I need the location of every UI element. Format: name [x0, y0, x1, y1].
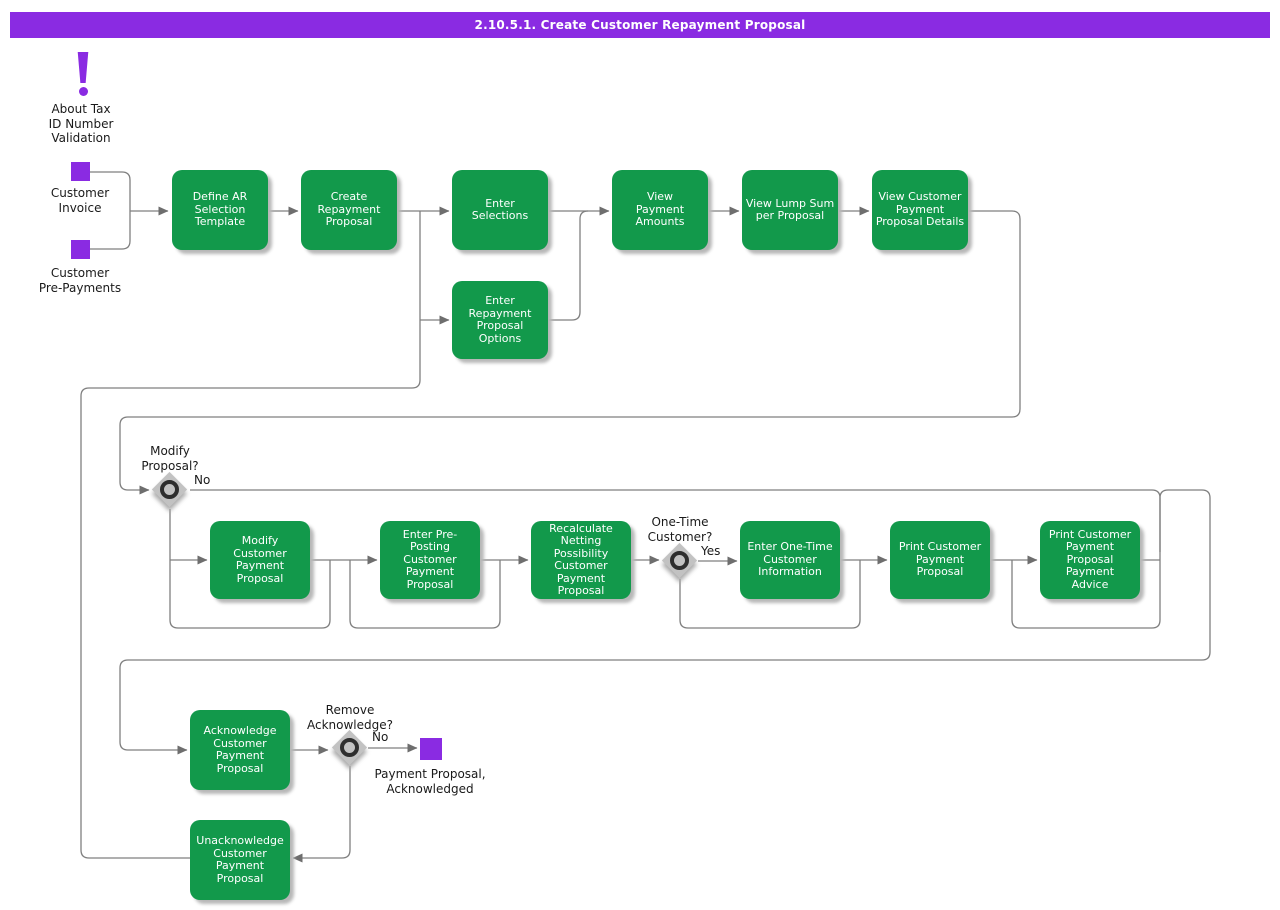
task-print-customer-payment-proposal[interactable]: Print Customer Payment Proposal: [890, 521, 990, 599]
flow-line: [292, 766, 351, 863]
title-bar: 2.10.5.1. Create Customer Repayment Prop…: [10, 12, 1270, 38]
note-label: About Tax ID Number Validation: [48, 102, 114, 145]
branch-label-yes: Yes: [701, 544, 721, 558]
end-event-label: Payment Proposal, Acknowledged: [374, 767, 486, 796]
start-event-customer-pre-payments[interactable]: [71, 240, 90, 259]
exclamation-icon-dot: [79, 87, 88, 96]
branch-label-no: No: [372, 730, 389, 744]
task-label: Enter Selections: [471, 196, 529, 222]
flow-line: [90, 211, 131, 250]
branch-label-no: No: [194, 473, 211, 487]
task-enter-selections[interactable]: Enter Selections: [452, 170, 548, 250]
start-event-customer-invoice[interactable]: [71, 162, 90, 181]
task-label: Print Customer Payment Proposal Payment …: [1048, 527, 1132, 591]
exclamation-icon[interactable]: [77, 52, 89, 83]
task-recalculate-netting-possibility-customer-payment-proposal[interactable]: Recalculate Netting Possibility Customer…: [531, 521, 631, 599]
task-label: Enter One-Time Customer Information: [747, 540, 833, 579]
task-enter-repayment-proposal-options[interactable]: Enter Repayment Proposal Options: [452, 281, 548, 359]
task-unacknowledge-customer-payment-proposal[interactable]: Unacknowledge Customer Payment Proposal: [190, 820, 290, 900]
page-title: 2.10.5.1. Create Customer Repayment Prop…: [474, 18, 806, 32]
start-event-label: Customer Invoice: [50, 186, 110, 215]
task-acknowledge-customer-payment-proposal[interactable]: Acknowledge Customer Payment Proposal: [190, 710, 290, 790]
decision-modify-proposal[interactable]: [151, 471, 188, 508]
decision-question: One-Time Customer?: [647, 515, 713, 544]
task-label: Create Repayment Proposal: [317, 190, 381, 229]
task-label: Recalculate Netting Possibility Customer…: [549, 521, 613, 597]
decision-remove-acknowledge[interactable]: [331, 729, 368, 766]
task-label: Enter Pre- Posting Customer Payment Prop…: [402, 527, 458, 591]
decision-question: Remove Acknowledge?: [306, 703, 393, 732]
task-label: View Customer Payment Proposal Details: [875, 190, 965, 229]
end-event-payment-proposal-acknowledged[interactable]: [420, 738, 442, 760]
task-label: Define AR Selection Template: [192, 190, 248, 229]
task-print-customer-payment-proposal-payment-advice[interactable]: Print Customer Payment Proposal Payment …: [1040, 521, 1140, 599]
task-label: Modify Customer Payment Proposal: [233, 534, 287, 585]
task-label: View Payment Amounts: [635, 190, 685, 229]
start-event-label: Customer Pre-Payments: [38, 266, 122, 295]
task-label: Acknowledge Customer Payment Proposal: [203, 724, 277, 775]
task-define-ar-selection-template[interactable]: Define AR Selection Template: [172, 170, 268, 250]
task-view-payment-amounts[interactable]: View Payment Amounts: [612, 170, 708, 250]
flow-line: [119, 210, 1021, 495]
decision-one-time-customer[interactable]: [661, 542, 698, 579]
task-view-customer-payment-proposal-details[interactable]: View Customer Payment Proposal Details: [872, 170, 968, 250]
task-label: Unacknowledge Customer Payment Proposal: [196, 834, 284, 885]
task-modify-customer-payment-proposal[interactable]: Modify Customer Payment Proposal: [210, 521, 310, 599]
task-enter-pre-posting-customer-payment-proposal[interactable]: Enter Pre- Posting Customer Payment Prop…: [380, 521, 480, 599]
flow-line: [548, 210, 589, 321]
task-view-lump-sum-per-proposal[interactable]: View Lump Sum per Proposal: [742, 170, 838, 250]
task-create-repayment-proposal[interactable]: Create Repayment Proposal: [301, 170, 397, 250]
task-enter-one-time-customer-information[interactable]: Enter One-Time Customer Information: [740, 521, 840, 599]
task-label: Print Customer Payment Proposal: [898, 540, 982, 579]
task-label: View Lump Sum per Proposal: [745, 196, 835, 222]
task-label: Enter Repayment Proposal Options: [468, 294, 532, 345]
decision-question: Modify Proposal?: [141, 444, 199, 473]
